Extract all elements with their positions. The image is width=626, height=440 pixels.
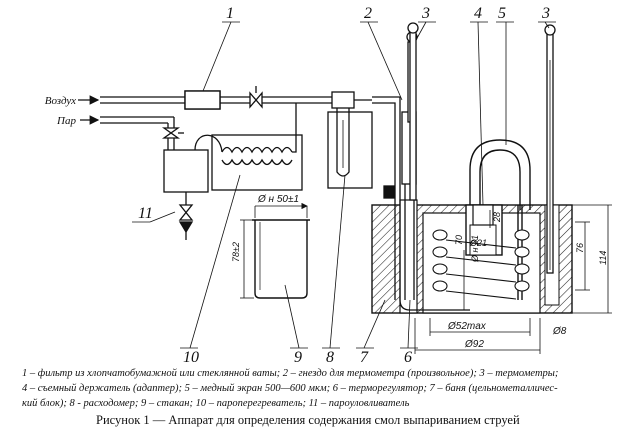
caption-line-1: Рисунок 1 — Аппарат для определения соде… — [96, 413, 520, 427]
label-10: 10 — [183, 349, 199, 366]
dimension-h28: 28 — [492, 212, 502, 223]
label-6: 6 — [404, 349, 412, 366]
flowmeter-8 — [327, 91, 373, 189]
label-2: 2 — [364, 5, 372, 22]
thermometer-3b — [544, 24, 556, 274]
label-8: 8 — [326, 349, 334, 366]
figure-caption: Рисунок 1 — Аппарат для определения соде… — [96, 412, 606, 428]
leader-lines — [132, 21, 556, 349]
dimension-d92: Ø92 — [464, 339, 484, 350]
air-label: Воздух — [45, 95, 76, 107]
beaker-diameter-dimension: Ø н 50±1 — [257, 194, 299, 205]
label-1: 1 — [226, 5, 234, 22]
label-5: 5 — [498, 5, 506, 22]
superheater-10 — [194, 103, 303, 191]
legend-line-1: 1 – фильтр из хлопчатобумажной или стекл… — [22, 368, 559, 379]
dimension-d52: Ø52max — [447, 321, 487, 332]
dimension-d21: Ø21 — [469, 238, 487, 248]
beaker-9 — [252, 219, 310, 299]
thermometer-3a — [407, 22, 419, 201]
label-3b: 3 — [541, 5, 550, 22]
dimension-d8: Ø8 — [552, 326, 567, 337]
legend-line-3: кий блок); 8 - расходомер; 9 – стакан; 1… — [22, 398, 410, 409]
dimension-dh21: Ø н 21 — [470, 235, 480, 263]
beaker-height-dimension: 78±2 — [231, 242, 241, 262]
vapour-trap-11 — [163, 149, 209, 240]
label-7: 7 — [360, 349, 369, 366]
steam-label: Пар — [56, 115, 76, 127]
dimension-h76: 76 — [575, 243, 585, 253]
heating-coil — [432, 229, 530, 300]
steam-line — [100, 116, 184, 150]
label-3a: 3 — [421, 5, 430, 22]
label-9: 9 — [294, 349, 302, 366]
label-4: 4 — [474, 5, 482, 22]
filter-1 — [184, 90, 221, 110]
label-11: 11 — [138, 205, 153, 222]
bath-dimensions — [414, 204, 612, 354]
legend-line-2: 4 – съемный держатель (адаптер); 5 – мед… — [22, 383, 558, 394]
dimension-h114: 114 — [598, 251, 608, 265]
legend: 1 – фильтр из хлопчатобумажной или стекл… — [22, 366, 612, 411]
dimension-h70: 70 — [454, 235, 464, 245]
beaker-dimensions — [240, 202, 308, 299]
